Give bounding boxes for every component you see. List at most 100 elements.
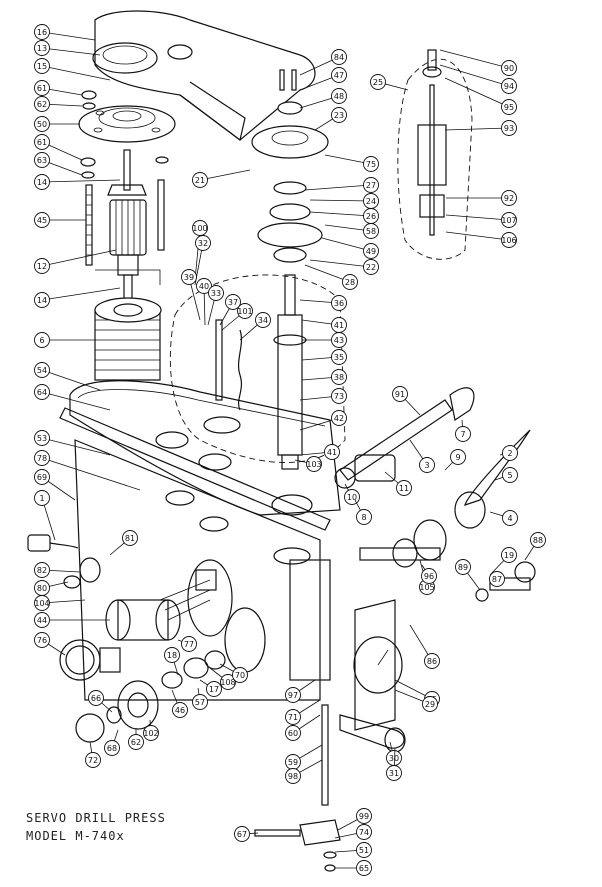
callout-62: 62 bbox=[128, 728, 144, 750]
leader-line bbox=[41, 249, 117, 267]
callout-12: 12 bbox=[34, 249, 117, 274]
title-line-2: MODEL M-740x bbox=[26, 829, 125, 843]
callout-number: 91 bbox=[395, 390, 405, 399]
callout-number: 6 bbox=[39, 336, 44, 345]
callout-balloon bbox=[450, 449, 466, 465]
callout-number: 30 bbox=[389, 754, 399, 763]
leader-line bbox=[41, 369, 101, 391]
callout-94: 94 bbox=[439, 64, 517, 94]
callout-balloon bbox=[356, 860, 372, 876]
callout-23: 23 bbox=[314, 107, 347, 131]
leader-line bbox=[321, 237, 372, 252]
callout-51: 51 bbox=[334, 842, 372, 858]
callout-64: 64 bbox=[34, 384, 111, 411]
leader-line bbox=[41, 179, 121, 183]
tie-rods bbox=[85, 179, 165, 266]
callout-number: 8 bbox=[361, 513, 366, 522]
leader-line bbox=[309, 199, 372, 202]
leader-line bbox=[41, 31, 96, 41]
callout-number: 12 bbox=[37, 262, 47, 271]
callout-7: 7 bbox=[455, 419, 471, 442]
callout-49: 49 bbox=[321, 237, 379, 259]
callout-balloon bbox=[34, 212, 50, 228]
callout-balloon bbox=[34, 116, 50, 132]
leader-line bbox=[41, 47, 101, 56]
callout-number: 61 bbox=[37, 84, 47, 93]
callout-number: 61 bbox=[37, 138, 47, 147]
callout-balloon bbox=[85, 752, 101, 768]
callout-number: 98 bbox=[288, 772, 298, 781]
callout-number: 87 bbox=[492, 575, 502, 584]
callout-13: 13 bbox=[34, 40, 101, 56]
callout-14: 14 bbox=[34, 174, 121, 190]
callout-24: 24 bbox=[309, 193, 379, 209]
callout-number: 80 bbox=[37, 584, 47, 593]
leader-line bbox=[41, 457, 141, 491]
callout-number: 45 bbox=[37, 216, 47, 225]
power-cord bbox=[27, 534, 101, 589]
callout-81: 81 bbox=[109, 530, 138, 556]
callout-number: 2 bbox=[507, 449, 512, 458]
callout-balloon bbox=[331, 349, 347, 365]
callout-35: 35 bbox=[301, 349, 347, 365]
leader-line bbox=[304, 264, 351, 283]
callout-balloon bbox=[285, 725, 301, 741]
callout-76: 76 bbox=[34, 632, 66, 656]
callout-66: 66 bbox=[88, 690, 113, 713]
callout-86: 86 bbox=[409, 624, 440, 669]
callout-number: 100 bbox=[192, 224, 207, 233]
callout-balloon bbox=[502, 445, 518, 461]
leader-line bbox=[304, 184, 372, 191]
callout-number: 105 bbox=[419, 583, 434, 592]
callout-103: 103 bbox=[294, 456, 322, 472]
callout-number: 73 bbox=[334, 392, 344, 401]
callout-balloon bbox=[234, 826, 250, 842]
callout-balloon bbox=[370, 74, 386, 90]
callout-number: 26 bbox=[366, 212, 376, 221]
callout-number: 58 bbox=[366, 227, 376, 236]
callout-balloon bbox=[34, 96, 50, 112]
spindle-pulley bbox=[251, 69, 329, 263]
callout-balloon bbox=[342, 274, 358, 290]
callout-number: 49 bbox=[366, 247, 376, 256]
callout-69: 69 bbox=[34, 469, 76, 501]
field-stator bbox=[94, 297, 162, 381]
callout-balloon bbox=[34, 469, 50, 485]
callout-balloon bbox=[34, 595, 50, 611]
callout-number: 89 bbox=[458, 563, 468, 572]
callout-number: 16 bbox=[37, 28, 47, 37]
callout-number: 71 bbox=[288, 713, 298, 722]
leader-line bbox=[439, 49, 510, 69]
callout-43: 43 bbox=[302, 332, 347, 348]
feed-shaft bbox=[359, 519, 536, 602]
callout-4: 4 bbox=[489, 510, 518, 526]
callout-21: 21 bbox=[192, 169, 251, 188]
callout-96: 96 bbox=[421, 564, 437, 584]
handwheel-assembly bbox=[59, 639, 226, 743]
callout-number: 19 bbox=[504, 551, 514, 560]
callout-balloon bbox=[192, 172, 208, 188]
callout-58: 58 bbox=[324, 223, 379, 239]
callout-number: 41 bbox=[327, 448, 337, 457]
callout-number: 23 bbox=[334, 111, 344, 120]
callout-number: 70 bbox=[235, 671, 245, 680]
callout-54: 54 bbox=[34, 362, 101, 391]
callout-number: 96 bbox=[424, 572, 434, 581]
callout-108: 108 bbox=[209, 667, 236, 690]
callout-balloon bbox=[34, 40, 50, 56]
callout-number: 47 bbox=[334, 71, 344, 80]
callout-61: 61 bbox=[34, 134, 83, 161]
callout-34: 34 bbox=[239, 312, 271, 341]
callout-number: 65 bbox=[359, 864, 369, 873]
callout-balloon bbox=[331, 49, 347, 65]
callout-60: 60 bbox=[285, 714, 321, 741]
leader-line bbox=[444, 77, 510, 108]
callout-balloon bbox=[34, 562, 50, 578]
callout-balloon bbox=[501, 212, 517, 228]
callout-number: 84 bbox=[334, 53, 344, 62]
callout-balloon bbox=[164, 647, 180, 663]
title-line-1: SERVO DRILL PRESS bbox=[26, 811, 166, 825]
callout-41: 41 bbox=[299, 444, 340, 460]
callout-number: 38 bbox=[334, 373, 344, 382]
callout-number: 74 bbox=[359, 828, 369, 837]
